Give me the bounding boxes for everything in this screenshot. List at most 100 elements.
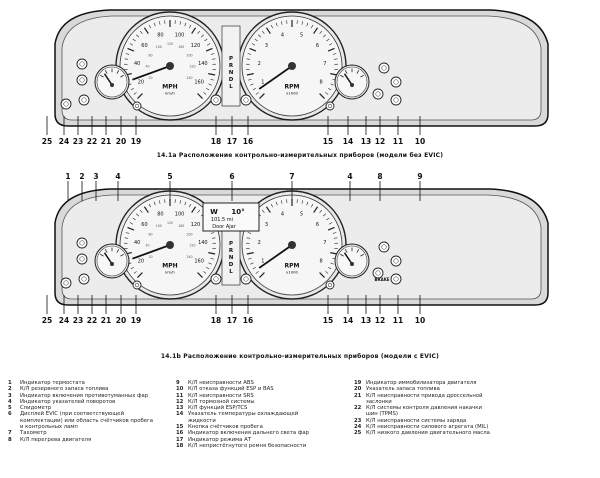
- speedometer-inner-label: 80: [148, 232, 152, 236]
- trip-button-glyph: [327, 282, 333, 288]
- seatbelt-lamp-glyph: [213, 276, 219, 282]
- tachometer-tick: [251, 43, 256, 46]
- fuel-gauge-needle: [103, 252, 113, 265]
- speedometer-unit: MPH: [162, 263, 177, 270]
- speedometer-tick-label: 40: [134, 240, 140, 246]
- tachometer-hub: [288, 62, 296, 70]
- warning-lamp: [378, 241, 390, 253]
- tachometer-tick: [319, 93, 325, 99]
- callout-number: 19: [131, 137, 141, 146]
- gear-letter: P: [229, 56, 233, 62]
- tachometer-tick: [333, 237, 338, 239]
- callout-number: 16: [243, 137, 253, 146]
- tachometer-tick-label: 2: [258, 240, 261, 246]
- callout-number: 17: [227, 137, 237, 146]
- speedometer-tick: [158, 200, 161, 204]
- warning-lamp-glyph: [79, 77, 85, 83]
- callout-number: 25: [42, 137, 52, 146]
- speedometer-tick: [205, 47, 213, 52]
- tachometer-tick: [255, 271, 259, 274]
- tachometer-needle: [258, 244, 293, 269]
- legend-number: 16: [176, 430, 184, 437]
- high-beam-lamp-glyph: [243, 97, 249, 103]
- warning-lamp: [372, 88, 384, 100]
- trip-button-glyph: [327, 103, 333, 109]
- warning-lamp: [390, 255, 402, 267]
- tachometer-tick: [247, 232, 252, 234]
- speedometer-tick: [136, 213, 139, 217]
- gear-letter: D: [229, 77, 234, 83]
- tachometer-tick: [265, 206, 271, 213]
- oil-lamp-glyph: [63, 280, 69, 286]
- warning-lamp-glyph: [375, 91, 381, 97]
- tachometer-tick: [319, 209, 323, 213]
- tachometer-tick: [325, 271, 329, 274]
- callout-number: 15: [323, 137, 333, 146]
- tachometer-tick: [332, 232, 337, 234]
- temp-gauge-tick: [356, 70, 360, 74]
- speedometer-tick: [210, 78, 214, 81]
- tachometer-tick: [258, 34, 261, 38]
- evic-odometer: 101.5 mi: [211, 217, 233, 223]
- speedometer-tick: [210, 53, 215, 55]
- legend-text: К/Л функций ESP/TCS: [188, 405, 248, 412]
- tachometer-tick-label: 4: [281, 211, 284, 217]
- speedometer-tick: [132, 38, 136, 42]
- callout-number: 24: [59, 316, 69, 325]
- speedometer-tick: [197, 93, 203, 99]
- figure2-caption: 14.1b Расположение контрольно-измеритель…: [160, 353, 440, 360]
- tachometer-tick: [248, 78, 252, 81]
- tachometer-tick: [333, 58, 338, 60]
- warning-lamp-glyph: [393, 276, 399, 282]
- warning-lamp-glyph: [393, 97, 399, 103]
- tachometer-tick: [327, 47, 335, 52]
- speedometer-tick: [137, 272, 143, 278]
- tachometer-tick: [313, 27, 319, 34]
- tachometer-tick-label: 1: [261, 259, 264, 265]
- tachometer-tick: [270, 24, 273, 29]
- tachometer-tick: [280, 21, 283, 25]
- callout-number: 17: [227, 316, 237, 325]
- fuel-gauge-tick: [104, 70, 108, 74]
- speedometer-tick: [184, 201, 187, 206]
- speedometer-tick: [133, 92, 137, 95]
- speedometer-tick-label: 120: [191, 222, 201, 228]
- speedometer-tick: [208, 262, 212, 265]
- callout-number: 22: [87, 137, 97, 146]
- speedometer-tick: [179, 200, 182, 204]
- speedometer-tick: [148, 203, 151, 208]
- speedometer-inner-label: 220: [189, 244, 195, 248]
- tachometer-tick-label: 4: [281, 32, 284, 38]
- odometer-button-glyph: [134, 282, 140, 288]
- tachometer-tick: [246, 58, 251, 60]
- legend-number: 24: [354, 424, 362, 431]
- temp-gauge-hub: [350, 83, 354, 87]
- warning-lamp: [390, 76, 402, 88]
- tachometer-tick: [328, 43, 333, 46]
- callout-number: 13: [361, 316, 371, 325]
- evic-message: Door Ajar: [212, 224, 236, 230]
- speedometer-unit-sub: km/h: [165, 270, 175, 275]
- tachometer-unit-sub: x1000: [286, 270, 298, 275]
- warning-lamp-glyph: [81, 276, 87, 282]
- legend-text: К/Л тормозной системы: [188, 398, 255, 405]
- speedometer-tick-label: 20: [138, 259, 144, 265]
- legend-number: 23: [354, 417, 362, 424]
- speedometer-tick: [129, 43, 134, 46]
- fuel-gauge-tick: [104, 249, 108, 253]
- speedometer-tick: [211, 237, 216, 239]
- warning-lamp-glyph: [393, 258, 399, 264]
- tachometer-tick: [246, 252, 254, 255]
- speedometer-tick-label: 80: [157, 32, 163, 38]
- tachometer-hub: [288, 241, 296, 249]
- odometer-button: [132, 280, 142, 290]
